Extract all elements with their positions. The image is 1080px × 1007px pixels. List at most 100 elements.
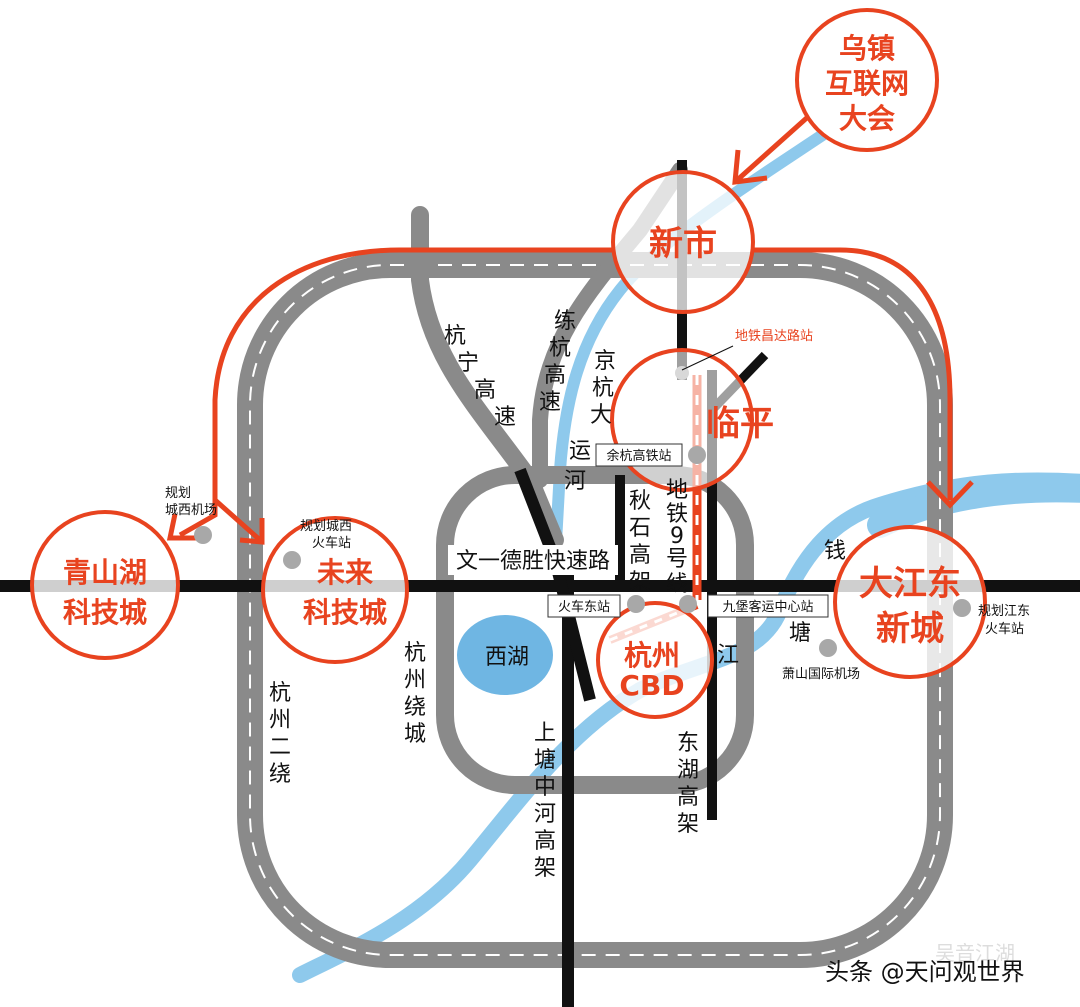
road-lianhang-2: 杭 xyxy=(549,336,571,361)
station-dot-yuhang[interactable] xyxy=(688,446,706,464)
road-metro9-1: 地 xyxy=(666,478,688,503)
hub-wuzhen-line-1: 乌镇 xyxy=(839,32,895,65)
river-qiantang-2: 塘 xyxy=(789,621,811,646)
arrow-xinshi-west xyxy=(178,247,612,538)
river-qiantang-3: 江 xyxy=(717,643,739,668)
river-layer xyxy=(292,124,1080,983)
arrowhead-weilai xyxy=(239,518,265,545)
road-donghu-4: 架 xyxy=(677,812,699,837)
jiubao-label-box xyxy=(707,594,829,618)
watermark-faint: 吴音江湖 xyxy=(935,941,1015,965)
stations xyxy=(194,366,971,657)
road-lianhang-3: 高 xyxy=(544,363,566,388)
road-lianhang-4: 速 xyxy=(539,390,561,415)
road-shangtang-4: 河 xyxy=(534,802,556,827)
road-labels: 杭 宁 高 速 练 杭 高 速 京 杭 大 运 河 秋 石 高 架 地 铁 9 … xyxy=(269,309,846,881)
arrowhead-wuzhen-xinshi xyxy=(732,149,768,185)
road-jinghang-5: 河 xyxy=(564,469,586,494)
road-hangning-3: 高 xyxy=(474,378,496,403)
road-qiushi-4: 架 xyxy=(629,570,651,595)
road-metro9-5: 线 xyxy=(666,572,688,597)
road-hangning-1: 杭 xyxy=(444,324,466,349)
hub-linping-label: 临平 xyxy=(706,404,774,444)
station-huochedong-label: 火车东站 xyxy=(558,599,610,615)
road-qiushi-3: 高 xyxy=(629,543,651,568)
road-donghu-3: 高 xyxy=(677,785,699,810)
station-dot-changda[interactable] xyxy=(675,366,689,380)
station-dot-west-train[interactable] xyxy=(283,551,301,569)
station-west-airport-line-2: 城西机场 xyxy=(165,503,217,518)
station-changda-label: 地铁昌达路站 xyxy=(735,328,813,344)
station-xiaoshan-airport-label: 萧山国际机场 xyxy=(782,667,860,682)
road-jinghang-1: 京 xyxy=(594,349,616,374)
hub-qingshanhu[interactable]: 青山湖 科技城 xyxy=(30,510,180,660)
hub-dajiangdong-line-1: 大江东 xyxy=(859,564,961,604)
middle-ring-road xyxy=(436,466,754,794)
station-dot-jiangdong-train[interactable] xyxy=(953,599,971,617)
station-labels: 地铁昌达路站 余杭高铁站 火车东站 九堡客运中心站 萧山国际机场 规划 城西机场… xyxy=(165,328,1030,682)
road-erhao-1: 杭 xyxy=(269,681,291,706)
watermarks: 吴音江湖 头条 @天问观世界 xyxy=(825,941,1025,986)
hub-wuzhen-line-3: 大会 xyxy=(839,102,895,135)
hub-weilai[interactable]: 未来 科技城 xyxy=(261,516,409,664)
arrow-xinshi-weilai xyxy=(213,498,262,542)
station-jiubao-label: 九堡客运中心站 xyxy=(722,599,813,615)
station-dot-west-airport[interactable] xyxy=(194,526,212,544)
wenyi-label-bg xyxy=(448,545,618,575)
hub-xinshi-label: 新市 xyxy=(649,224,717,264)
road-metro9-4: 号 xyxy=(666,547,688,572)
road-hangning-2: 宁 xyxy=(457,351,479,376)
hub-weilai-line-2: 科技城 xyxy=(303,596,387,629)
station-dot-huochedong[interactable] xyxy=(627,595,645,613)
station-west-train-line-2: 火车站 xyxy=(312,535,351,551)
road-erhao-3: 二 xyxy=(269,735,291,760)
road-qiushi-1: 秋 xyxy=(629,489,651,514)
hub-qingshanhu-line-1: 青山湖 xyxy=(63,556,147,589)
road-shangtang-1: 上 xyxy=(534,721,556,746)
road-jinghang-3: 大 xyxy=(590,403,612,428)
road-metro9-3: 9 xyxy=(670,524,684,549)
road-shangtang-6: 架 xyxy=(534,856,556,881)
west-lake-label: 西湖 xyxy=(485,645,529,670)
road-donghu-1: 东 xyxy=(677,731,699,756)
yuhang-label-box xyxy=(595,443,683,467)
huochedong-label-box xyxy=(547,594,621,618)
station-dot-xiaoshan-airport[interactable] xyxy=(819,639,837,657)
road-raocheng-4: 城 xyxy=(404,722,426,747)
qiantang-river-wide xyxy=(867,476,1080,538)
hub-wuzhen-line-2: 互联网 xyxy=(825,67,909,100)
hangning-expressway xyxy=(411,206,564,549)
road-jinghang-4: 运 xyxy=(569,439,591,464)
road-donghu-2: 湖 xyxy=(677,758,699,783)
station-west-airport-line-1: 规划 xyxy=(165,486,191,501)
arrowhead-east xyxy=(926,480,974,509)
river-qiantang-1: 钱 xyxy=(824,539,846,564)
hub-cbd[interactable]: 杭州 CBD xyxy=(596,601,714,719)
road-erhao-4: 绕 xyxy=(269,762,291,787)
road-metro9-2: 铁 xyxy=(666,502,688,527)
road-wenyi-label: 文一德胜快速路 xyxy=(456,549,610,574)
road-jinghang-2: 杭 xyxy=(592,376,614,401)
road-raocheng-2: 州 xyxy=(404,668,426,693)
station-dot-jiubao[interactable] xyxy=(679,595,697,613)
road-raocheng-3: 绕 xyxy=(404,695,426,720)
hub-xinshi[interactable]: 新市 xyxy=(611,170,755,314)
hub-qingshanhu-line-2: 科技城 xyxy=(63,596,147,629)
station-yuhang-label: 余杭高铁站 xyxy=(606,448,671,464)
road-shangtang-2: 塘 xyxy=(534,748,556,773)
west-lake xyxy=(457,615,553,695)
arrowhead-west-a xyxy=(166,513,196,541)
watermark-author: 头条 @天问观世界 xyxy=(825,958,1025,986)
road-qiushi-2: 石 xyxy=(629,516,651,541)
hub-dajiangdong[interactable]: 大江东 新城 xyxy=(833,525,987,679)
changda-leader xyxy=(681,345,734,371)
road-hangning-4: 速 xyxy=(494,405,516,430)
road-lianhang-1: 练 xyxy=(554,309,576,334)
hubs: 乌镇 互联网 大会 新市 临平 大江东 新城 青山湖 科技城 未来 科技城 xyxy=(30,8,987,719)
arrow-wuzhen-xinshi xyxy=(733,113,812,184)
hub-cbd-line-2: CBD xyxy=(619,669,684,702)
hub-wuzhen[interactable]: 乌镇 互联网 大会 xyxy=(795,8,939,152)
road-shangtang-5: 高 xyxy=(534,829,556,854)
road-shangtang-3: 中 xyxy=(534,775,556,800)
